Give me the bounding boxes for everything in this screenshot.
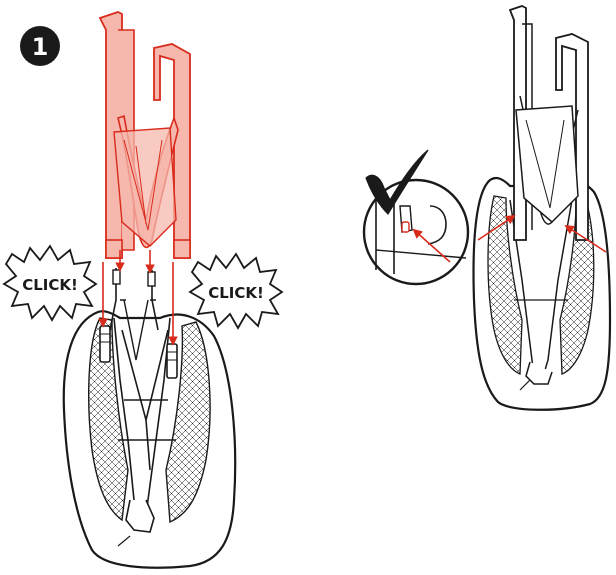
highlighted-handle-frame xyxy=(100,12,190,258)
left-panel-step-1: 1 xyxy=(4,12,282,568)
click-label-left: CLICK! xyxy=(22,276,78,294)
handle-frame-assembled xyxy=(510,6,588,240)
step-number: 1 xyxy=(32,33,49,61)
click-callout-right: CLICK! xyxy=(190,254,282,328)
click-callout-left: CLICK! xyxy=(4,246,96,320)
click-label-right: CLICK! xyxy=(208,284,264,302)
right-panel-result xyxy=(364,6,610,410)
step-badge: 1 xyxy=(20,26,60,66)
stroller-base xyxy=(64,311,235,567)
